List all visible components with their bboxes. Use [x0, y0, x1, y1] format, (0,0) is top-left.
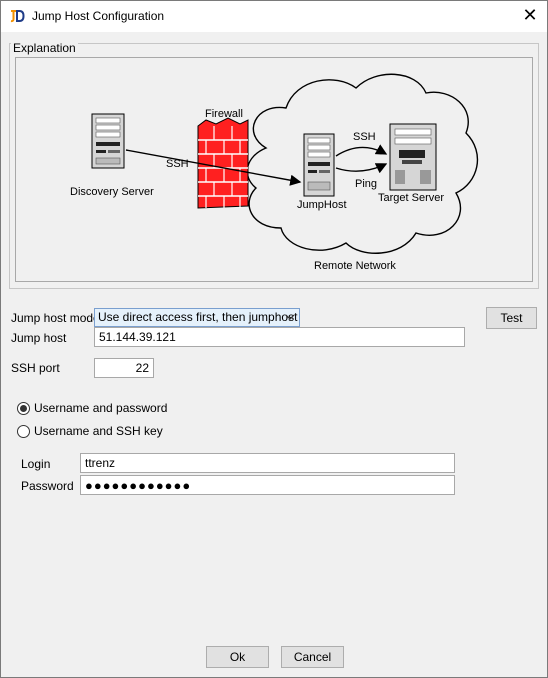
password-label: Password: [21, 479, 74, 493]
close-icon: ✕: [522, 5, 538, 25]
jump-host-input[interactable]: 51.144.39.121: [94, 327, 465, 347]
jumphost-label: JumpHost: [297, 199, 347, 211]
discovery-server-label: Discovery Server: [70, 186, 154, 198]
ping-arrow-to-target: [335, 163, 388, 174]
jd-logo-icon: [9, 8, 25, 24]
ssh-arrow-to-target: [335, 144, 388, 157]
firewall-icon: [197, 117, 249, 209]
ping-label: Ping: [355, 178, 378, 190]
close-button[interactable]: ✕: [519, 6, 541, 26]
login-label: Login: [21, 457, 51, 471]
radio-password[interactable]: [17, 402, 30, 415]
cancel-button[interactable]: Cancel: [281, 646, 344, 668]
target-server-label: Target Server: [378, 192, 445, 204]
jump-host-label: Jump host: [11, 331, 67, 345]
auth-key-label: Username and SSH key: [34, 424, 163, 438]
explanation-group: [9, 43, 539, 289]
chevron-down-icon: [285, 314, 295, 320]
jump-host-mode-select[interactable]: Use direct access first, then jumphost: [94, 308, 300, 327]
target-server-icon: [389, 123, 437, 191]
ssh-arrow-to-jumphost: [125, 149, 302, 186]
ok-button[interactable]: Ok: [206, 646, 269, 668]
jumphost-server-icon: [303, 133, 335, 197]
jump-host-mode-label: Jump host mode: [11, 311, 100, 325]
radio-ssh-key[interactable]: [17, 425, 30, 438]
auth-password-option[interactable]: Username and password: [17, 401, 217, 417]
jump-host-mode-value: Use direct access first, then jumphost: [98, 310, 298, 324]
login-input[interactable]: ttrenz: [80, 453, 455, 473]
remote-network-cloud: [246, 73, 479, 254]
ssh-label-left: SSH: [166, 158, 189, 170]
explanation-legend: Explanation: [11, 41, 78, 55]
auth-password-label: Username and password: [34, 401, 168, 415]
remote-network-label: Remote Network: [314, 260, 396, 272]
firewall-label: Firewall: [205, 108, 243, 120]
ssh-port-label: SSH port: [11, 361, 60, 375]
password-input[interactable]: ●●●●●●●●●●●●: [80, 475, 455, 495]
auth-key-option[interactable]: Username and SSH key: [17, 424, 217, 440]
network-diagram-svg: [91, 73, 479, 254]
discovery-server-icon: [91, 113, 125, 169]
window-title: Jump Host Configuration: [32, 9, 165, 23]
network-diagram: Firewall SSH Discovery Server JumpHost S…: [15, 57, 533, 282]
test-button[interactable]: Test: [486, 307, 537, 329]
ssh-label-right: SSH: [353, 131, 376, 143]
ssh-port-input[interactable]: 22: [94, 358, 154, 378]
title-bar: Jump Host Configuration ✕: [1, 1, 547, 32]
